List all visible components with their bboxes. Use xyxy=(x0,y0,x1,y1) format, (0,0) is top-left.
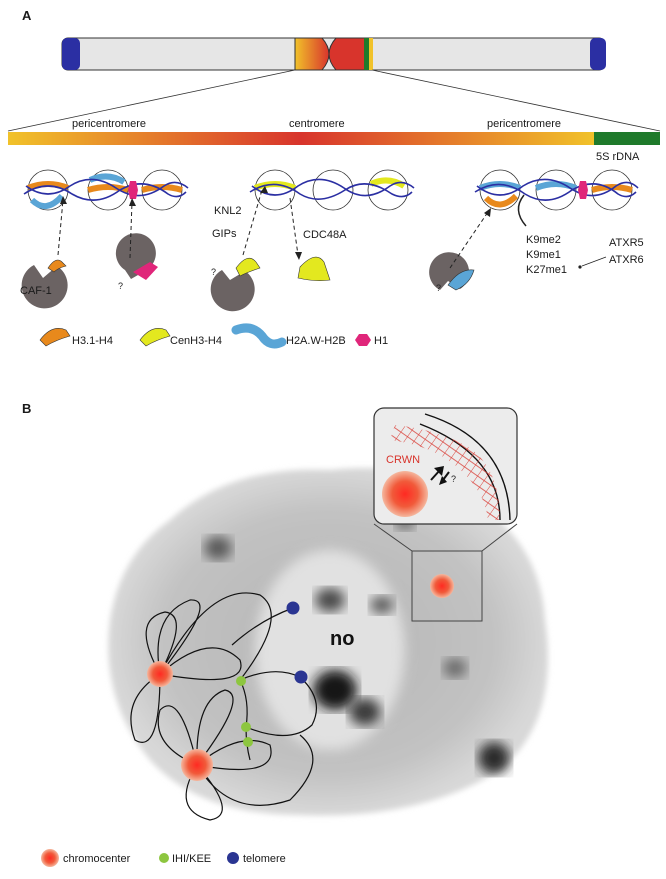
nucleus-image xyxy=(108,468,548,816)
atxr5-label: ATXR5 xyxy=(609,237,644,249)
telomere-1 xyxy=(286,601,300,615)
ihi-kee-3 xyxy=(243,737,253,747)
gips-label: GIPs xyxy=(212,228,237,240)
legend-chromocenter: chromocenter xyxy=(63,853,131,865)
cenh3-released xyxy=(297,256,331,281)
telomere-2 xyxy=(294,670,308,684)
chromosome xyxy=(61,37,606,71)
nucleolus xyxy=(255,550,405,750)
knl2-gips-factor: ? xyxy=(210,257,261,312)
centromere-left-arm xyxy=(294,37,330,71)
chromatin-loops xyxy=(130,592,318,821)
legend-ihi-kee: IHI/KEE xyxy=(172,853,211,865)
chromocenter-2 xyxy=(181,749,213,781)
h2aw-factor: ? xyxy=(429,252,475,293)
centromere-right-arm xyxy=(328,37,367,71)
region-gradient-bar xyxy=(8,132,594,145)
inset-chromocenter xyxy=(382,471,428,517)
region-centromere: centromere xyxy=(289,118,345,130)
atxr6-label: ATXR6 xyxy=(609,254,644,266)
legend-b: chromocenter IHI/KEE telomere xyxy=(41,849,286,867)
cdc48a-label: CDC48A xyxy=(303,229,347,241)
chromocenter-3 xyxy=(430,574,454,598)
telomere-right xyxy=(590,38,606,70)
k27me1-label: K27me1 xyxy=(526,264,567,276)
k9me1-label: K9me1 xyxy=(526,249,561,261)
panel-a-label: A xyxy=(22,8,32,23)
chromocenter-1 xyxy=(147,661,173,687)
unknown-label-1: ? xyxy=(118,281,123,291)
region-pericentromere-left: pericentromere xyxy=(72,118,146,130)
panel-b-label: B xyxy=(22,401,31,416)
nucleosome-array-right xyxy=(474,169,639,211)
region-5s-rdna: 5S rDNA xyxy=(596,151,640,163)
rdna-bar xyxy=(594,132,660,145)
ihi-kee-1 xyxy=(236,676,246,686)
unknown-label-3: ? xyxy=(436,283,441,293)
inset-question: ? xyxy=(451,474,456,484)
unknown-h1-factor: ? xyxy=(115,233,158,291)
crwn-label: CRWN xyxy=(386,454,420,466)
ihi-kee-2 xyxy=(241,722,251,732)
crwn-lamina xyxy=(390,425,500,520)
k9me2-label: K9me2 xyxy=(526,234,561,246)
legend-a: H3.1-H4 CenH3-H4 H2A.W-H2B H1 xyxy=(39,323,388,349)
unknown-label-2: ? xyxy=(211,267,216,277)
legend-h31-h4: H3.1-H4 xyxy=(72,335,113,347)
nucleosome-array-left xyxy=(23,169,189,211)
nucleolus-label: no xyxy=(330,628,354,650)
region-pericentromere-right: pericentromere xyxy=(487,118,561,130)
legend-h2aw-h2b: H2A.W-H2B xyxy=(286,335,346,347)
legend-telomere: telomere xyxy=(243,853,286,865)
telomere-left xyxy=(62,38,80,70)
caf1-label: CAF-1 xyxy=(20,285,52,297)
legend-cenh3-h4: CenH3-H4 xyxy=(170,335,222,347)
nucleosome-array-center xyxy=(249,169,415,211)
legend-h1: H1 xyxy=(374,335,388,347)
knl2-label: KNL2 xyxy=(214,205,242,217)
zoom-box xyxy=(411,550,483,622)
caf1-factor: CAF-1 xyxy=(20,259,68,309)
